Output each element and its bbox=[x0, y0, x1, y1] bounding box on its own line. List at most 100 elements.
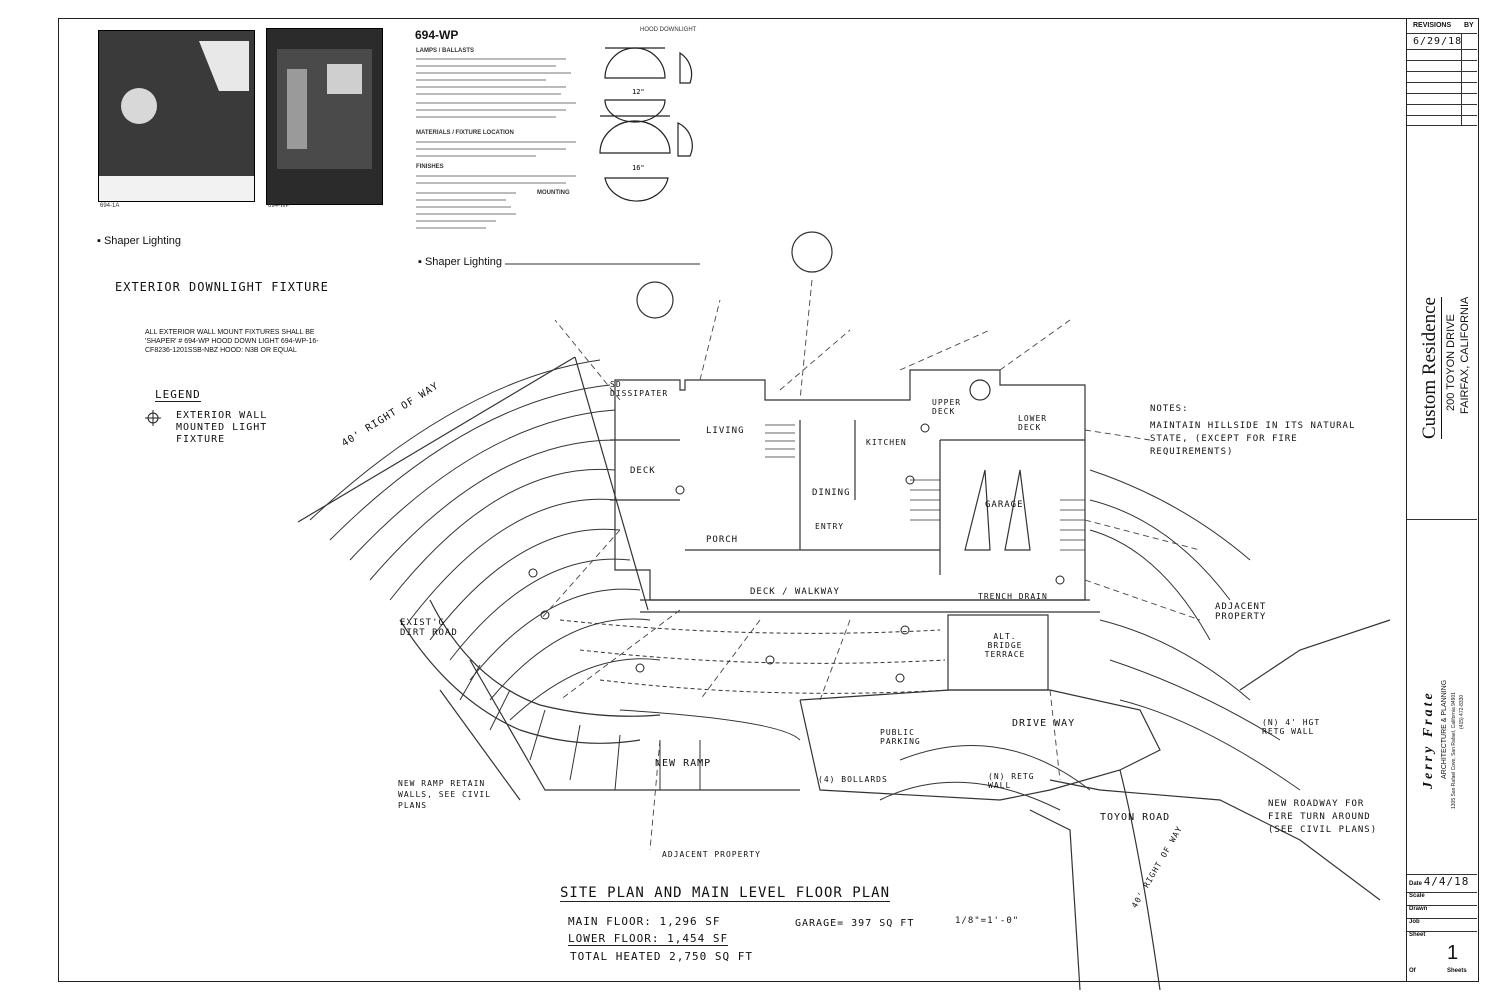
dimension-12: 12" bbox=[632, 88, 645, 96]
wall-light-symbol-icon bbox=[145, 410, 161, 426]
title-block: REVISIONS BY 6/29/18 Custom Residence 20… bbox=[1407, 18, 1479, 982]
dimension-16: 16" bbox=[632, 164, 645, 172]
label-deck-walkway: DECK / WALKWAY bbox=[750, 587, 840, 597]
sheets-label: Sheets bbox=[1447, 968, 1467, 974]
revision-divider bbox=[1461, 33, 1462, 125]
spec-text-block: LAMPS / BALLASTS MATERIALS / FIXTURE LOC… bbox=[416, 48, 586, 236]
revisions-by-label: BY bbox=[1464, 22, 1474, 29]
spec-section-lamps: LAMPS / BALLASTS bbox=[416, 48, 474, 54]
firm-subtitle: ARCHITECTURE & PLANNING bbox=[1441, 679, 1448, 779]
spec-section-mounting: MOUNTING bbox=[537, 190, 570, 196]
garage-area: GARAGE= 397 SQ FT bbox=[795, 918, 915, 929]
legend-title: LEGEND bbox=[155, 388, 201, 402]
model-number: 694-WP bbox=[415, 28, 459, 42]
photo-caption-left: 694-1A bbox=[100, 203, 120, 209]
spec-section-finishes: FINISHES bbox=[416, 164, 444, 170]
of-label: Of bbox=[1409, 968, 1416, 974]
revision-row bbox=[1407, 71, 1477, 83]
divider bbox=[1407, 125, 1477, 126]
revision-row bbox=[1407, 104, 1477, 116]
label-exist-dirt-road: EXIST'G DIRT ROAD bbox=[400, 618, 458, 638]
revision-row bbox=[1407, 82, 1477, 94]
notes-title: NOTES: bbox=[1150, 404, 1189, 414]
project-address-1: 200 TOYON DRIVE bbox=[1445, 314, 1457, 411]
main-floor-area: MAIN FLOOR: 1,296 SF bbox=[568, 915, 721, 928]
sheet-row: Sheet 1 Of Sheets bbox=[1407, 931, 1477, 981]
project-address-2: FAIRFAX, CALIFORNIA bbox=[1459, 296, 1471, 414]
label-upper-deck: UPPER DECK bbox=[932, 398, 962, 416]
scale-row: Scale bbox=[1407, 892, 1477, 905]
fixture-title: EXTERIOR DOWNLIGHT FIXTURE bbox=[115, 280, 329, 294]
label-new-roadway: NEW ROADWAY FOR FIRE TURN AROUND (SEE CI… bbox=[1268, 799, 1378, 835]
revision-rows: 6/29/18 bbox=[1407, 33, 1477, 125]
label-new-ramp-walls: NEW RAMP RETAIN WALLS, SEE CIVIL PLANS bbox=[398, 779, 492, 810]
label-retg-wall: (N) RETG WALL bbox=[988, 772, 1035, 790]
brand-name-left: Shaper Lighting bbox=[103, 235, 182, 247]
label-alt-bridge: ALT. BRIDGE TERRACE bbox=[984, 632, 1026, 659]
site-plan bbox=[297, 231, 1391, 990]
label-adjacent-property: ADJACENT PROPERTY bbox=[1215, 602, 1267, 622]
label-garage: GARAGE bbox=[985, 500, 1024, 510]
spec-finishes-lines bbox=[416, 175, 576, 229]
revision-date: 6/29/18 bbox=[1413, 36, 1463, 47]
brand-logo-spec: ▪ Shaper Lighting bbox=[418, 256, 502, 268]
brand-name-spec: Shaper Lighting bbox=[424, 256, 503, 268]
sheet-number: 1 bbox=[1447, 942, 1459, 964]
firm-phone: (415) 472-8330 bbox=[1459, 694, 1465, 729]
label-lower-deck: LOWER DECK bbox=[1018, 414, 1048, 432]
fixture-photo-left-image bbox=[99, 31, 254, 201]
label-adjacent-property-bottom: ADJACENT PROPERTY bbox=[662, 850, 761, 859]
label-toyon-road: TOYON ROAD bbox=[1100, 812, 1171, 823]
scale-label: Scale bbox=[1409, 893, 1425, 899]
date-value: 4/4/18 bbox=[1423, 875, 1470, 888]
firm-name: Jerry Frate bbox=[1421, 690, 1436, 789]
drawing-scale: 1/8"=1'-0" bbox=[955, 916, 1020, 926]
revision-row: 6/29/18 bbox=[1407, 33, 1477, 50]
date-row: Date 4/4/18 bbox=[1407, 874, 1477, 892]
firm-address: 1305 San Rafael Cove, San Rafael, Califo… bbox=[1451, 691, 1457, 809]
label-retg-wall-right: (N) 4' HGT RETG WALL bbox=[1262, 718, 1321, 736]
label-public-parking: PUBLIC PARKING bbox=[880, 728, 921, 746]
total-heated-area: TOTAL HEATED 2,750 SQ FT bbox=[570, 950, 753, 963]
spec-section-materials: MATERIALS / FIXTURE LOCATION bbox=[416, 130, 514, 136]
revision-row bbox=[1407, 93, 1477, 105]
label-bollards: (4) BOLLARDS bbox=[818, 775, 888, 784]
notes-item: MAINTAIN HILLSIDE IN ITS NATURAL STATE, … bbox=[1150, 421, 1356, 457]
fixture-photo-right-image bbox=[267, 29, 382, 204]
label-deck: DECK bbox=[630, 466, 656, 476]
revision-row bbox=[1407, 60, 1477, 72]
drawn-row: Drawn bbox=[1407, 905, 1477, 918]
plan-title: SITE PLAN AND MAIN LEVEL FLOOR PLAN bbox=[560, 885, 891, 902]
label-sd-dissipater: SD DISSIPATER bbox=[610, 380, 669, 398]
fixture-dimension-drawings: 12" 16" bbox=[599, 47, 693, 202]
job-row: Job bbox=[1407, 918, 1477, 931]
date-label: Date bbox=[1409, 881, 1423, 887]
sheet-info: Date 4/4/18 Scale Drawn Job Sheet 1 Of S… bbox=[1407, 874, 1477, 981]
drawing-frame bbox=[58, 18, 1407, 982]
lower-floor-area: LOWER FLOOR: 1,454 SF bbox=[568, 932, 729, 946]
photo-caption-right: 694-WP bbox=[268, 203, 290, 209]
spec-footer-line bbox=[505, 263, 700, 265]
fixture-spec-text: ALL EXTERIOR WALL MOUNT FIXTURES SHALL B… bbox=[145, 329, 319, 354]
revisions-header: REVISIONS BY bbox=[1407, 19, 1477, 34]
brand-mark-icon-2: ▪ bbox=[418, 256, 422, 268]
label-living: LIVING bbox=[706, 426, 745, 436]
revision-row bbox=[1407, 49, 1477, 61]
legend-item: EXTERIOR WALL MOUNTED LIGHT FIXTURE bbox=[176, 410, 268, 445]
fixture-photo-right bbox=[266, 28, 383, 205]
job-label: Job bbox=[1409, 919, 1420, 925]
label-entry: ENTRY bbox=[815, 522, 845, 531]
sheet-label: Sheet bbox=[1409, 932, 1426, 938]
spec-drawing-label: HOOD DOWNLIGHT bbox=[640, 27, 697, 33]
label-porch: PORCH bbox=[706, 535, 739, 545]
revisions-label: REVISIONS bbox=[1413, 22, 1452, 29]
label-trench-drain: TRENCH DRAIN bbox=[978, 592, 1048, 601]
project-name: Custom Residence bbox=[1419, 297, 1442, 439]
brand-mark-icon: ▪ bbox=[97, 235, 101, 247]
label-dining: DINING bbox=[812, 488, 851, 498]
spec-lamps-lines bbox=[416, 58, 576, 118]
label-drive-way: DRIVE WAY bbox=[1012, 718, 1076, 729]
spec-materials-lines bbox=[416, 141, 576, 157]
label-new-ramp: NEW RAMP bbox=[655, 758, 712, 769]
brand-logo-left: ▪ Shaper Lighting bbox=[97, 235, 181, 247]
